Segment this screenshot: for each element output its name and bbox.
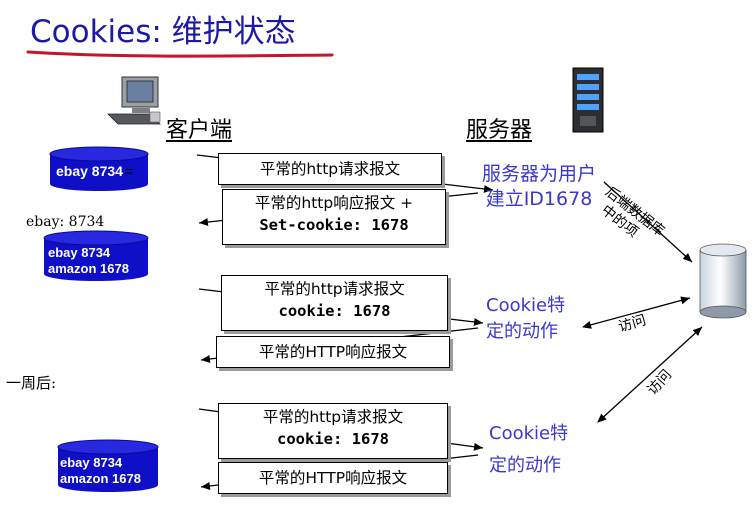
message-box-1: 平常的http请求报文 xyxy=(218,153,442,185)
cookie-action-2: Cookie特 定的动作 xyxy=(489,418,568,482)
week-later-label: 一周后: xyxy=(6,374,57,392)
message-3-line2: cookie: 1678 xyxy=(278,302,391,320)
client-db-1 xyxy=(49,146,149,191)
message-2-line1: 平常的http响应报文 + xyxy=(254,194,414,212)
creates-id-line2: 建立ID1678 xyxy=(485,188,593,210)
ebay-cookie-label: ebay: 8734 xyxy=(26,214,105,230)
message-2-line2: Set-cookie: 1678 xyxy=(259,216,409,234)
server-heading: 服务器 xyxy=(466,118,533,143)
client-db-2 xyxy=(43,230,149,281)
creates-id-line1: 服务器为用户 xyxy=(481,163,596,185)
client-heading: 客户端 xyxy=(166,118,233,143)
db1-entry: ebay 8734 xyxy=(56,163,123,179)
action2-line2: 定的动作 xyxy=(489,455,561,476)
db2-entry-1: ebay 8734 xyxy=(48,245,111,260)
db1-suffix: = xyxy=(124,163,134,179)
message-4-text: 平常的HTTP响应报文 xyxy=(258,343,408,361)
database-icon xyxy=(699,243,747,319)
db3-entry-2: amazon 1678 xyxy=(60,471,141,486)
message-box-4: 平常的HTTP响应报文 xyxy=(216,336,450,368)
db2-entry-2: amazon 1678 xyxy=(48,261,129,276)
server-creates-id: 服务器为用户 建立ID1678 xyxy=(469,162,609,212)
arrow-access-1 xyxy=(582,296,691,329)
cookie-action-1: Cookie特 定的动作 xyxy=(486,293,565,345)
action1-line2: 定的动作 xyxy=(486,321,558,342)
computer-icon xyxy=(107,76,161,125)
client-db-1-label: ebay 8734= xyxy=(56,163,133,179)
page-title: Cookies: 维护状态 xyxy=(30,14,296,50)
message-5-line2: cookie: 1678 xyxy=(277,430,389,448)
message-5-line1: 平常的http请求报文 xyxy=(262,408,404,426)
client-db-2-label: ebay 8734 amazon 1678 xyxy=(48,245,129,277)
message-6-text: 平常的HTTP响应报文 xyxy=(258,469,408,487)
message-box-5: 平常的http请求报文 cookie: 1678 xyxy=(218,403,448,459)
arrow-access-2 xyxy=(597,326,703,423)
client-db-3-label: ebay 8734 amazon 1678 xyxy=(60,455,141,487)
message-1-text: 平常的http请求报文 xyxy=(259,160,401,178)
message-3-line1: 平常的http请求报文 xyxy=(264,280,405,298)
arrow-backend xyxy=(603,181,693,263)
message-box-2: 平常的http响应报文 + Set-cookie: 1678 xyxy=(222,189,446,245)
title-underline xyxy=(26,50,334,58)
server-icon xyxy=(572,67,604,133)
db3-entry-1: ebay 8734 xyxy=(60,455,123,470)
action2-line1: Cookie特 xyxy=(489,423,569,444)
client-db-3 xyxy=(57,439,159,492)
action1-line1: Cookie特 xyxy=(486,295,566,316)
message-box-3: 平常的http请求报文 cookie: 1678 xyxy=(221,275,448,331)
message-box-6: 平常的HTTP响应报文 xyxy=(218,462,448,494)
